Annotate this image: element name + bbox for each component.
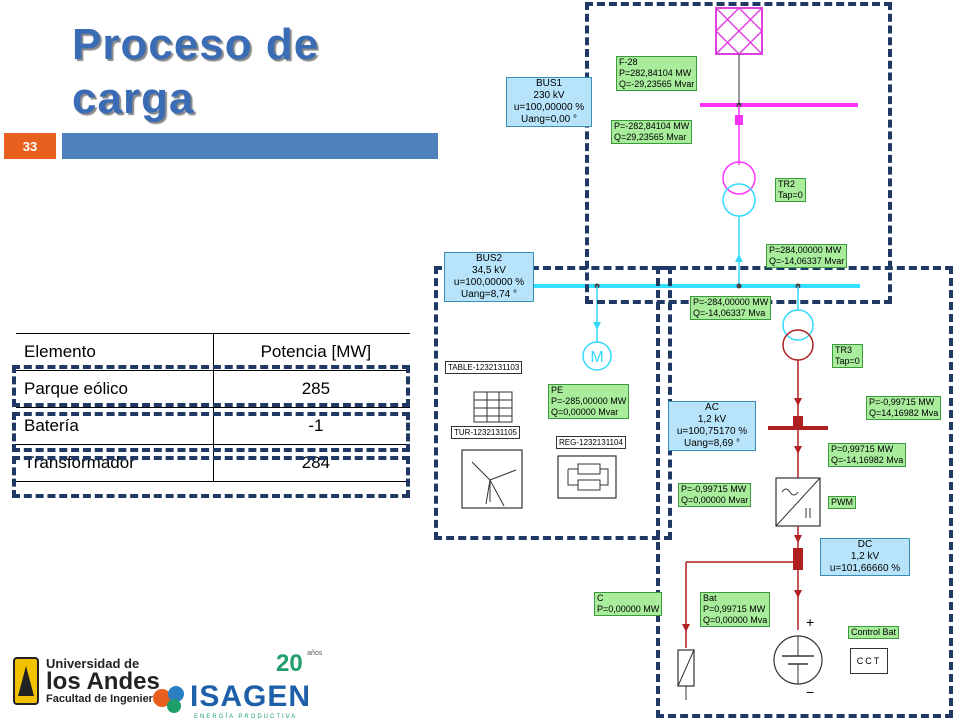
table-header-cell: Potencia [MW] [212,333,410,371]
capacitor-flow-label: C P=0,00000 MW [594,592,663,616]
table-header-row: Elemento Potencia [MW] [16,333,410,371]
converter-flow-label: P=-0,99715 MW Q=0,00000 Mvar [678,483,752,507]
isagen-tagline: ENERGÍA PRODUCTIVA [194,714,298,720]
table-header-cell: Elemento [24,342,96,361]
tr2-label: TR2 Tap=0 [775,178,806,202]
regulator-element-label: REG-1232131104 [556,436,626,449]
isagen-name: ISAGEN [190,680,312,713]
table-icon [473,391,513,423]
table-highlight-transformer [12,456,410,498]
tr3-lower-flow-label: P=0,99715 MW Q=-14,16982 Mva [828,443,907,467]
generator-pe-icon: M [582,341,612,371]
slide-number: 33 [4,133,56,159]
uniandes-line3: Facultad de Ingeniería [46,693,163,705]
uniandes-logo: Universidad de los Andes Facultad de Ing… [12,656,162,706]
pe-flow-label: PE P=-285,00000 MW Q=0,00000 Mvar [548,384,630,419]
bus1-label: BUS1 230 kV u=100,00000 % Uang=0,00 ° [506,77,592,127]
uniandes-line1: Universidad de [46,656,140,671]
svg-text:M: M [590,349,603,366]
tr3-label: TR3 Tap=0 [832,344,863,368]
table-element-label: TABLE-1232131103 [445,361,523,374]
table-row: Parque eólico 285 [16,370,410,408]
frame-battery-system [656,266,953,718]
wind-turbine-icon [461,449,523,509]
isagen-anniversary-years: años [307,650,323,657]
control-bat-label: Control Bat [848,626,900,639]
table-cell: 285 [212,370,410,408]
title-underline-bar [62,133,438,159]
bus2-label: BUS2 34,5 kV u=100,00000 % Uang=8,74 ° [444,252,534,302]
ac-bus-label: AC 1,2 kV u=100,75170 % Uang=8,69 ° [668,401,756,451]
turbine-element-label: TUR-1232131105 [451,426,521,439]
table-cell: Batería [24,416,79,435]
tr3-upper-flow-label: P=-0,99715 MW Q=14,16982 Mva [866,396,942,420]
isagen-anniversary-badge: 20 años [276,650,332,682]
bus2-flow-label: P=-284,00000 MW Q=-14,06337 Mva [690,296,772,320]
table-highlight-wind [12,365,410,407]
battery-flow-label: Bat P=0,99715 MW Q=0,00000 Mva [700,592,771,627]
battery-plus-sign: + [806,614,815,630]
pwm-label: PWM [828,496,856,509]
dc-bus-label: DC 1,2 kV u=101,66660 % [820,538,910,576]
slide-title: Proceso de carga [72,20,320,123]
regulator-icon [557,455,617,499]
cct-block: CCT [850,648,888,674]
battery-minus-sign: − [806,684,815,700]
tr2-lower-flow-label: P=284,00000 MW Q=-14,06337 Mvar [766,244,848,268]
table-highlight-battery [12,412,410,452]
table-cell: Parque eólico [24,379,128,398]
f28-lower-flow-label: P=-282,84104 MW Q=29,23565 Mvar [611,120,693,144]
uniandes-line2: los Andes [46,668,160,695]
isagen-drop-icon [153,686,184,713]
isagen-anniversary-number: 20 [276,650,303,677]
f28-flow-label: F-28 P=282,84104 MW Q=-29,23565 Mvar [616,56,698,91]
uniandes-shield-icon [13,657,39,705]
battery-icon [773,635,823,685]
